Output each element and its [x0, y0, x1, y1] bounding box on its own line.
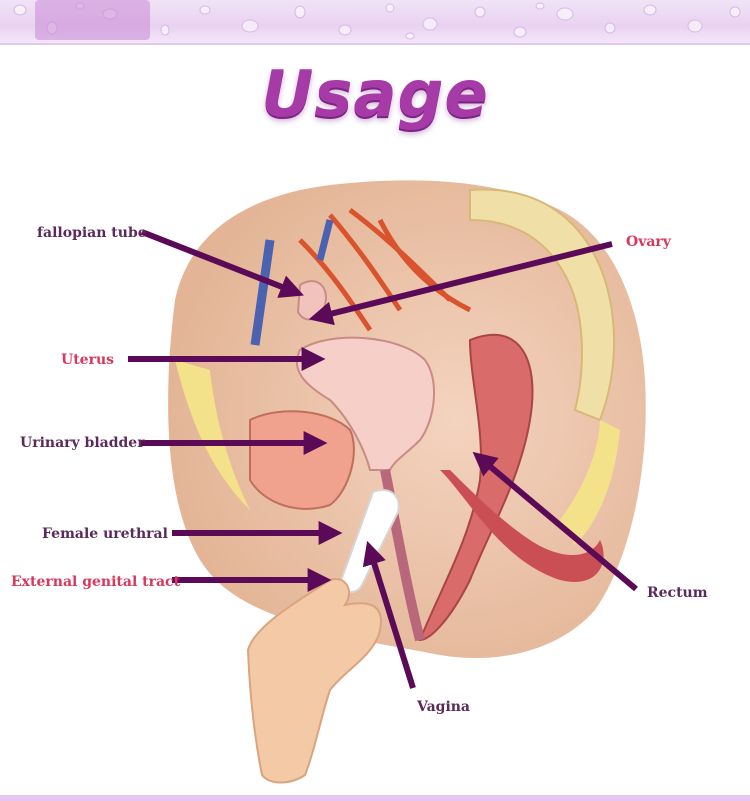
label-vagina: Vagina [417, 699, 470, 715]
label-ovary: Ovary [626, 234, 671, 250]
label-fallopian-tube: fallopian tube [37, 225, 147, 241]
label-external-genital-tract: External genital tract [11, 574, 180, 590]
label-urinary-bladder: Urinary bladder [20, 435, 145, 451]
label-uterus: Uterus [61, 352, 114, 368]
bladder-shape [250, 411, 354, 509]
label-female-urethral: Female urethral [42, 526, 168, 542]
label-rectum: Rectum [647, 585, 708, 601]
bottom-strip [0, 795, 750, 801]
